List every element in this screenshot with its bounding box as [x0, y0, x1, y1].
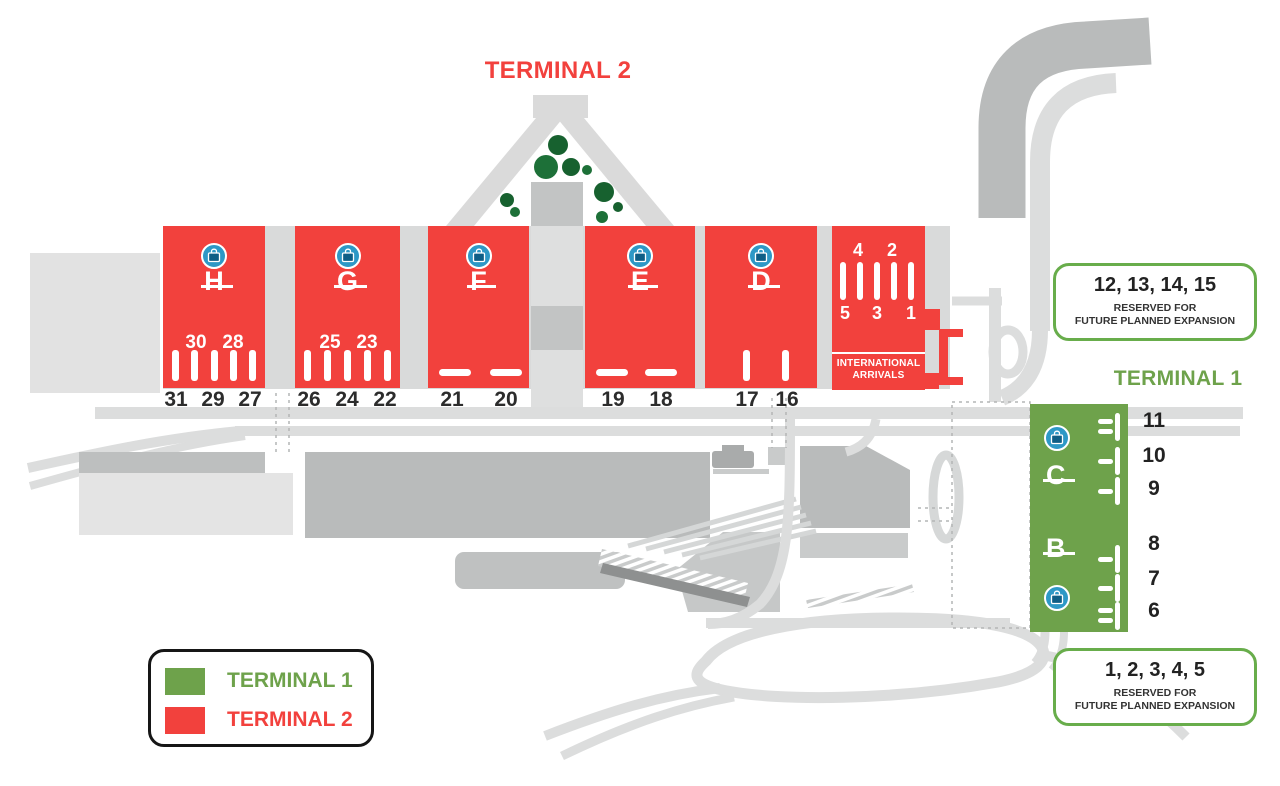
legend: TERMINAL 1 TERMINAL 2	[148, 649, 374, 747]
gate-number-9: 9	[1148, 477, 1160, 500]
concourse-E: E	[585, 226, 695, 388]
baggage-claim-icon	[1044, 425, 1070, 451]
future-expansion-callout-south: 1, 2, 3, 4, 5 RESERVED FOR FUTURE PLANNE…	[1053, 648, 1257, 726]
concourse-G: G 25 23	[295, 226, 400, 388]
terminal-road	[95, 407, 1243, 419]
zone-letter: F	[467, 266, 495, 296]
gate-number-17: 17	[735, 388, 759, 411]
gate-number-16: 16	[775, 388, 799, 411]
gate-number: 3	[871, 303, 882, 323]
elevated-ramp	[978, 17, 1152, 218]
baggage-claim-icon	[627, 243, 653, 269]
gate-number-8: 8	[1148, 532, 1160, 555]
baggage-claim-icon	[748, 243, 774, 269]
gate-dash	[645, 369, 677, 376]
gate-number-18: 18	[649, 388, 673, 411]
gate-number-6: 6	[1148, 599, 1160, 622]
building-rounded	[455, 552, 625, 589]
gate-number: 30	[185, 332, 207, 353]
concourse-H: H 30 28	[163, 226, 265, 388]
gate-number-24: 24	[335, 388, 359, 411]
gate-number-22: 22	[373, 388, 397, 411]
gate-dash	[490, 369, 522, 376]
gate-tick	[782, 350, 789, 381]
parking-structure	[305, 452, 710, 538]
gate-dash	[596, 369, 628, 376]
international-arrivals-label: INTERNATIONAL ARRIVALS	[836, 358, 921, 381]
gate-ticks	[172, 350, 256, 381]
gate-marker-icon	[1096, 574, 1120, 602]
international-jet-bridges	[925, 309, 963, 389]
legend-item-terminal1: TERMINAL 1	[165, 667, 353, 695]
terminal1-title: TERMINAL 1	[1113, 367, 1243, 390]
gate-tick	[891, 262, 897, 300]
terminal1-color-swatch	[165, 667, 205, 695]
apron-building	[800, 446, 910, 528]
baggage-claim-icon	[334, 243, 361, 269]
gate-number: 2	[886, 240, 897, 260]
gate-number-21: 21	[440, 388, 464, 411]
gate-number: 5	[839, 303, 850, 323]
baggage-claim-icon	[465, 243, 492, 269]
gate-tick	[908, 262, 914, 300]
loop-road	[691, 612, 1050, 704]
divider	[832, 352, 925, 354]
entrance-canopy-right	[557, 118, 674, 226]
zone-letter: G	[333, 266, 368, 296]
terminal2-color-swatch	[165, 706, 205, 734]
gate-marker-icon	[1096, 447, 1120, 475]
zone-letter: D	[748, 266, 780, 296]
reserved-gates: 1, 2, 3, 4, 5	[1104, 659, 1206, 681]
baggage-claim-icon	[201, 243, 227, 269]
service-building	[712, 451, 754, 468]
gate-number: 1	[905, 303, 916, 323]
future-expansion-callout-north: 12, 13, 14, 15 RESERVED FOR FUTURE PLANN…	[1053, 263, 1257, 341]
zone-letter: B	[1043, 533, 1074, 563]
building-left-strip	[79, 452, 265, 473]
central-spine	[531, 350, 583, 407]
gate-number: 25	[319, 332, 341, 353]
concourse-F: F	[428, 226, 529, 388]
gate-number-7: 7	[1148, 567, 1160, 590]
zone-letter: H	[201, 266, 233, 296]
gate-number: 4	[852, 240, 863, 260]
gate-tick	[857, 262, 863, 300]
gate-number-19: 19	[601, 388, 625, 411]
gate-number-20: 20	[494, 388, 518, 411]
gate-marker-icon	[1096, 545, 1120, 573]
gate-number-26: 26	[297, 388, 321, 411]
gate-number-11: 11	[1142, 409, 1166, 432]
zone-letter: C	[1043, 460, 1074, 490]
gate-number-29: 29	[201, 388, 225, 411]
gate-ticks	[304, 350, 391, 381]
entrance-canopy-left	[446, 118, 563, 226]
gate-marker-icon	[1096, 477, 1120, 505]
gate-tick	[840, 262, 846, 300]
tree-icons	[500, 135, 623, 223]
terminal1-block: C B	[1030, 404, 1128, 632]
gate-tick	[743, 350, 750, 381]
legend-item-terminal2: TERMINAL 2	[165, 706, 353, 734]
gate-number-31: 31	[164, 388, 188, 411]
reserved-gates: 12, 13, 14, 15	[1093, 274, 1217, 296]
gate-number-27: 27	[238, 388, 262, 411]
gate-dash	[439, 369, 471, 376]
gate-marker-icon	[1096, 413, 1120, 441]
gate-tick	[874, 262, 880, 300]
international-arrivals-block: 4 2 5 3 1 INTERNATIONAL ARRIVALS	[832, 226, 925, 390]
terminal2-title: TERMINAL 2	[484, 57, 632, 84]
pedestrian-bridge	[598, 549, 748, 600]
baggage-claim-icon	[1044, 585, 1070, 611]
building-upper-left	[30, 253, 160, 393]
gate-number: 23	[356, 332, 378, 353]
concourse-D: D	[705, 226, 817, 388]
zone-letter: E	[627, 266, 659, 296]
gate-marker-icon	[1096, 602, 1120, 630]
gate-number: 28	[222, 332, 244, 353]
gate-number-10: 10	[1142, 444, 1166, 467]
building-left	[79, 473, 293, 535]
